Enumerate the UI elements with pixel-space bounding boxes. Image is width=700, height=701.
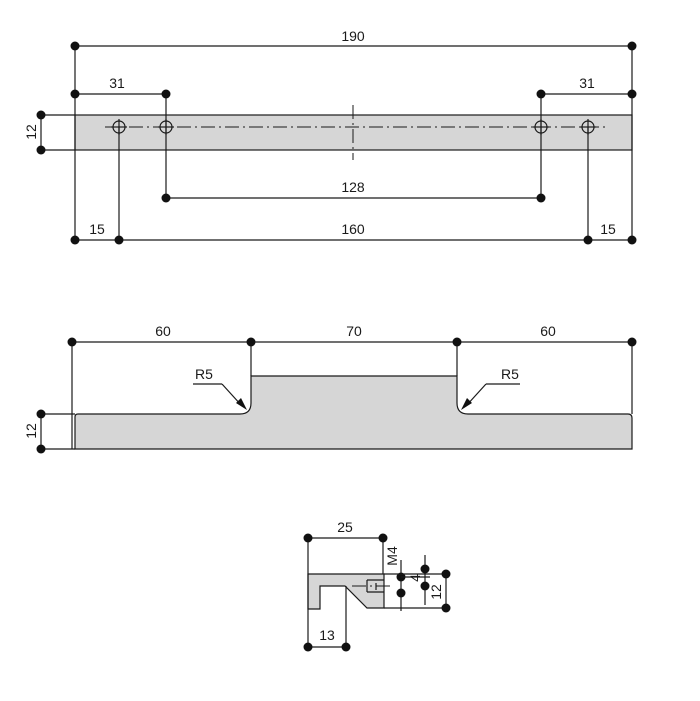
dim-thread: M4 [384,546,406,611]
dim-section-width: 25 [303,519,388,647]
dim-lip-width: 13 [303,586,351,652]
section-view: 25 M4 4 12 13 [303,519,451,652]
radius-left-label: R5 [195,366,213,382]
dim-right-segment-label: 60 [540,323,556,339]
dim-top-thickness: 12 [23,110,75,155]
side-view: 60 70 60 R5 R5 12 [23,323,637,454]
dim-section-height: 12 [384,569,451,613]
dim-section-width-label: 25 [337,519,353,535]
radius-left: R5 [193,366,247,410]
dim-hole-offset-left: 31 [70,75,171,198]
dim-side-thickness: 12 [23,409,75,454]
radius-right: R5 [461,366,520,410]
dim-overall-length: 190 [70,28,637,240]
dim-hole-offset-left-label: 31 [109,75,125,91]
dim-section-height-label: 12 [428,584,444,600]
dim-hole-spacing-inner: 128 [161,179,546,203]
dim-side-segments: 60 70 60 [67,323,637,449]
dim-edge-offset-right-label: 15 [600,221,616,237]
dim-left-segment-label: 60 [155,323,171,339]
radius-right-label: R5 [501,366,519,382]
dim-hole-spacing-inner-label: 128 [341,179,365,195]
dim-middle-segment-label: 70 [346,323,362,339]
side-view-profile [74,375,633,450]
section-profile [307,573,385,610]
dim-lip-width-label: 13 [319,627,335,643]
top-view: 190 31 31 12 128 [23,28,637,245]
dim-overall-length-label: 190 [341,28,365,44]
dim-hole-spacing-outer-label: 160 [341,221,365,237]
dim-thread-depth-label: 4 [407,574,423,582]
dim-hole-offset-right: 31 [536,75,637,198]
dim-side-thickness-label: 12 [23,423,39,439]
dim-thread-label: M4 [384,546,400,566]
dim-edge-offset-left-label: 15 [89,221,105,237]
dim-thread-depth: 4 [401,555,430,605]
dim-top-thickness-label: 12 [23,124,39,140]
dim-hole-offset-right-label: 31 [579,75,595,91]
dim-bottom-chain: 15 160 15 [70,127,637,245]
